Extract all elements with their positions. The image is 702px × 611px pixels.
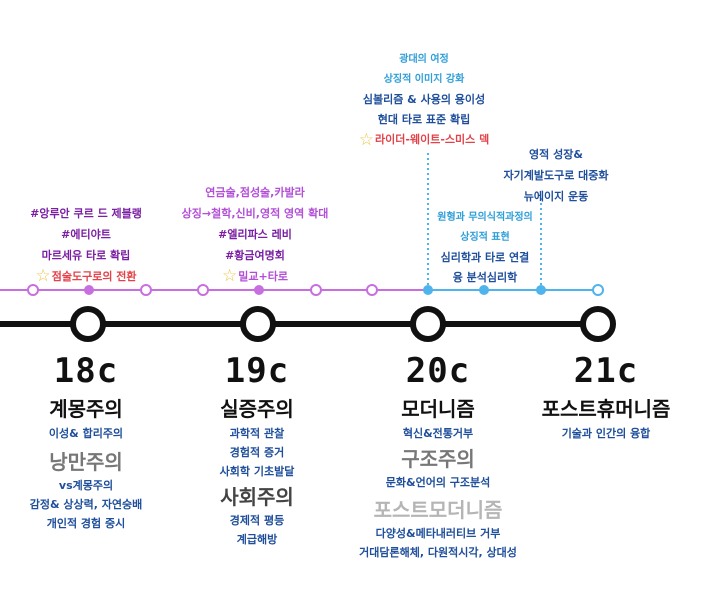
annotation-line: 심리학과 타로 연결 <box>440 251 530 264</box>
star-icon: ☆ <box>222 266 238 286</box>
annotation-line: 상징적 표현 <box>460 232 510 243</box>
era-title: 포스트휴머니즘 <box>541 397 671 421</box>
timeline-dot <box>197 284 209 296</box>
era-subtitle: 과학적 관찰 <box>229 427 285 440</box>
star-note-text: 라이더-웨이트-스미스 덱 <box>375 133 490 146</box>
era-subtitle: 거대담론해체, 다원적시각, 상대성 <box>359 546 517 559</box>
era-title-secondary: 구조주의 <box>401 447 475 471</box>
annotation-21c: 영적 성장& 자기계발도구로 대중화 뉴에이지 운동 <box>503 144 608 207</box>
century-label: 19c <box>224 351 290 391</box>
timeline-dot <box>479 285 489 295</box>
era-title-tertiary: 포스트모더니즘 <box>373 498 503 522</box>
annotation-line: 현대 타로 표준 확립 <box>377 113 471 126</box>
annotation-line: 마르세유 타로 확립 <box>41 249 131 262</box>
annotation-18c: #앙루안 쿠르 드 제블랭 #에티야트 마르세유 타로 확립 ☆ 점술도구로의 … <box>30 203 142 287</box>
era-subtitle: 이성& 합리주의 <box>48 427 124 440</box>
annotation-line: 상징적 이미지 강화 <box>383 74 465 85</box>
star-icon: ☆ <box>35 266 51 286</box>
era-subtitle: 다양성&메타내러티브 거부 <box>375 527 501 540</box>
era-title: 실증주의 <box>220 397 294 421</box>
annotation-line: 원형과 무의식적과정의 <box>437 212 533 223</box>
era-title-secondary: 사회주의 <box>220 485 294 509</box>
star-note-19c: ☆ 밀교+타로 <box>182 266 329 287</box>
century-label: 21c <box>573 351 639 391</box>
century-node-19c <box>240 306 276 342</box>
era-subtitle: 혁신&전통거부 <box>402 427 474 440</box>
era-subtitle: 경험적 증거 <box>229 446 285 459</box>
era-subtitle: 계급해방 <box>236 533 278 546</box>
star-icon: ☆ <box>358 129 375 150</box>
star-note-18c: ☆ 점술도구로의 전환 <box>30 266 142 287</box>
annotation-line: #엘리파스 레비 <box>218 228 292 241</box>
century-node-20c <box>410 306 446 342</box>
column-21c: 21c 포스트휴머니즘 기술과 인간의 융합 <box>542 352 671 443</box>
annotation-line: 영적 성장& <box>529 148 583 161</box>
era-title: 계몽주의 <box>49 397 123 421</box>
era-title: 모더니즘 <box>401 397 475 421</box>
annotation-line: 연금술,점성술,카발라 <box>205 186 305 199</box>
star-note-20c: ☆ 라이더-웨이트-스미스 덱 <box>359 130 489 150</box>
era-subtitle: 개인적 경험 중시 <box>46 517 126 530</box>
timeline-dot <box>254 285 264 295</box>
star-note-text: 점술도구로의 전환 <box>51 270 137 283</box>
era-subtitle: vs계몽주의 <box>58 479 114 492</box>
annotation-20c-top: 광대의 여정 상징적 이미지 강화 심볼리즘 & 사용의 용이성 현대 타로 표… <box>359 50 489 150</box>
century-node-21c <box>580 306 616 342</box>
timeline-dot <box>423 285 433 295</box>
annotation-line: #에티야트 <box>61 228 111 241</box>
column-20c: 20c 모더니즘 혁신&전통거부 구조주의 문화&언어의 구조분석 포스트모더니… <box>359 352 517 562</box>
century-label: 20c <box>405 351 471 391</box>
annotation-line: 광대의 여정 <box>399 54 449 65</box>
timeline-dot <box>536 285 546 295</box>
annotation-line: 뉴에이지 운동 <box>523 190 589 203</box>
century-node-18c <box>70 306 106 342</box>
era-subtitle: 기술과 인간의 융합 <box>561 427 651 440</box>
star-note-text: 밀교+타로 <box>238 270 288 283</box>
timeline-dot <box>592 284 604 296</box>
era-title-secondary: 낭만주의 <box>49 450 123 474</box>
column-18c: 18c 계몽주의 이성& 합리주의 낭만주의 vs계몽주의 감정& 상상력, 자… <box>30 352 143 533</box>
timeline-dot <box>140 284 152 296</box>
era-subtitle: 경제적 평등 <box>229 514 285 527</box>
annotation-line: 상징→철학,신비,영적 영역 확대 <box>181 207 329 220</box>
annotation-20c-low: 원형과 무의식적과정의 상징적 표현 심리학과 타로 연결 융 분석심리학 <box>437 208 532 288</box>
annotation-19c: 연금술,점성술,카발라 상징→철학,신비,영적 영역 확대 #엘리파스 레비 #… <box>182 182 329 287</box>
century-label: 18c <box>53 351 119 391</box>
era-subtitle: 문화&언어의 구조분석 <box>385 476 491 489</box>
annotation-line: #황금여명회 <box>225 249 285 262</box>
era-subtitle: 사회학 기초발달 <box>219 465 295 478</box>
column-19c: 19c 실증주의 과학적 관찰 경험적 증거 사회학 기초발달 사회주의 경제적… <box>220 352 295 549</box>
annotation-line: 자기계발도구로 대중화 <box>503 169 609 182</box>
timeline-dot <box>84 285 94 295</box>
timeline-dot <box>310 284 322 296</box>
era-subtitle: 감정& 상상력, 자연숭배 <box>29 498 143 511</box>
timeline-dot <box>366 284 378 296</box>
annotation-line: 심볼리즘 & 사용의 용이성 <box>362 93 486 106</box>
annotation-line: #앙루안 쿠르 드 제블랭 <box>30 207 142 220</box>
timeline-dot <box>27 284 39 296</box>
annotation-line: 융 분석심리학 <box>452 271 518 284</box>
